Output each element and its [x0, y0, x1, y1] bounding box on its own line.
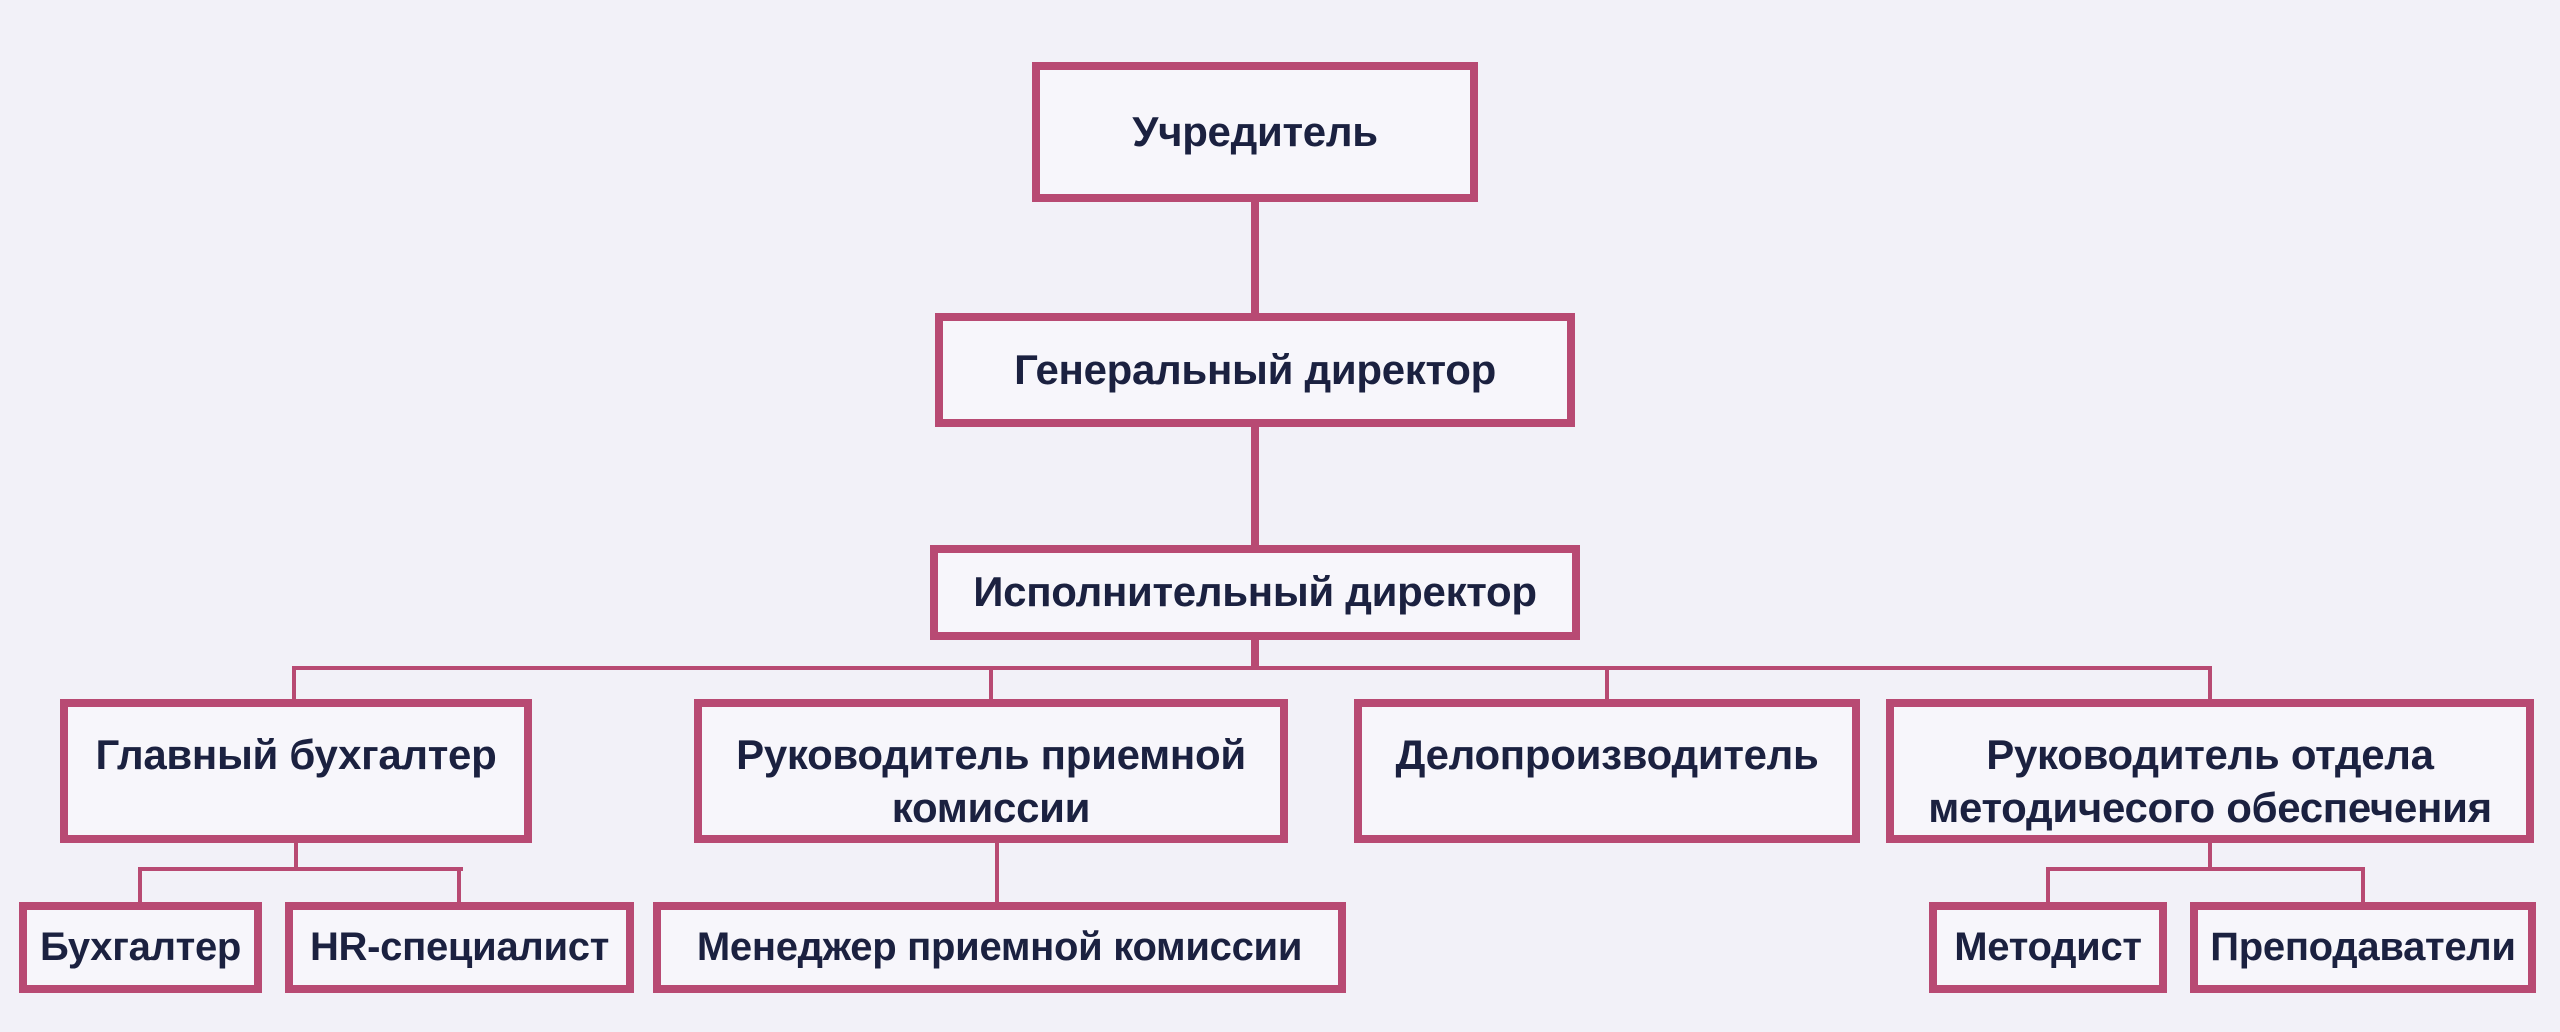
org-node-clerk-label: Делопроизводитель	[1395, 731, 1819, 778]
org-node-hr-specialist: HR-специалист	[285, 902, 634, 993]
connector-stub-clerk	[1605, 670, 1609, 699]
connector-rail-methodology	[2046, 867, 2365, 871]
org-node-accountant-label: Бухгалтер	[39, 925, 242, 970]
org-node-hr-specialist-label: HR-специалист	[309, 925, 610, 970]
connector-chief-accountant-feed	[294, 843, 298, 867]
org-node-methodology-head: Руководитель отдела методичесого обеспеч…	[1886, 699, 2534, 843]
org-node-methodologist: Методист	[1929, 902, 2167, 993]
org-node-admissions-head: Руководитель приемной комиссии	[694, 699, 1288, 843]
connector-rail-level3	[292, 666, 2212, 670]
org-node-chief-accountant: Главный бухгалтер	[60, 699, 532, 843]
connector-stub-teachers	[2361, 871, 2365, 902]
connector-stub-methodologist	[2046, 871, 2050, 902]
org-node-accountant: Бухгалтер	[19, 902, 262, 993]
org-node-teachers-label: Преподаватели	[2210, 925, 2516, 970]
org-node-founder-label: Учредитель	[1132, 107, 1378, 155]
connector-general-executive	[1251, 427, 1259, 545]
connector-methodology-feed	[2208, 843, 2212, 867]
org-node-methodologist-label: Методист	[1954, 925, 2142, 970]
org-node-clerk: Делопроизводитель	[1354, 699, 1860, 843]
org-node-general-director: Генеральный директор	[935, 313, 1575, 427]
connector-rail-accounting	[138, 867, 463, 871]
connector-stub-methodology-head	[2208, 670, 2212, 699]
connector-stub-accountant	[138, 871, 142, 902]
connector-stub-hr-specialist	[457, 871, 461, 902]
org-node-methodology-head-label: Руководитель отдела методичесого обеспеч…	[1928, 731, 2492, 831]
connector-admissions-manager	[995, 843, 999, 902]
org-node-chief-accountant-label: Главный бухгалтер	[95, 731, 497, 778]
connector-stub-chief-accountant	[292, 670, 296, 699]
connector-executive-feed	[1251, 640, 1259, 666]
org-node-executive-director-label: Исполнительный директор	[973, 568, 1537, 616]
org-node-executive-director: Исполнительный директор	[930, 545, 1580, 640]
org-node-admissions-manager-label: Менеджер приемной комиссии	[696, 925, 1303, 970]
org-node-admissions-head-label: Руководитель приемной комиссии	[736, 731, 1246, 831]
org-node-founder: Учредитель	[1032, 62, 1478, 202]
org-node-general-director-label: Генеральный директор	[1014, 345, 1496, 393]
connector-stub-admissions-head	[989, 670, 993, 699]
org-node-teachers: Преподаватели	[2190, 902, 2536, 993]
org-node-admissions-manager: Менеджер приемной комиссии	[653, 902, 1346, 993]
connector-founder-general	[1251, 202, 1259, 313]
